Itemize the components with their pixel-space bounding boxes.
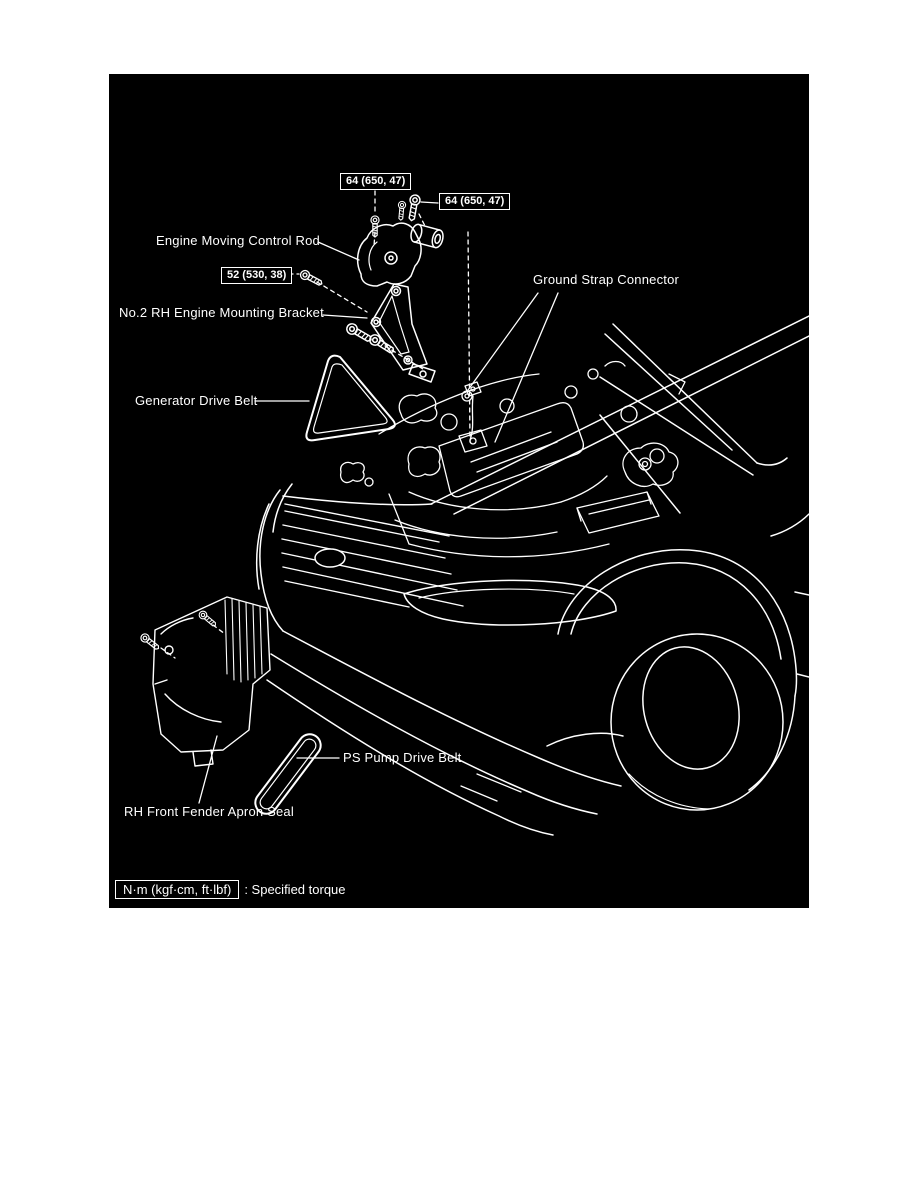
line-art bbox=[138, 190, 809, 836]
ps-pump-drive-belt-shape bbox=[254, 733, 322, 815]
mounting-bracket bbox=[370, 283, 436, 383]
apron-seal-part bbox=[152, 596, 271, 767]
label-no2-rh-engine-mounting-bracket: No.2 RH Engine Mounting Bracket bbox=[119, 305, 324, 320]
apron-seal-ribs bbox=[224, 598, 263, 683]
strut-blob bbox=[398, 393, 438, 424]
bolt bbox=[196, 608, 219, 629]
leader-no2-bracket bbox=[322, 314, 368, 319]
torque-spec-box-64-upper: 64 (650, 47) bbox=[340, 173, 412, 190]
torque-legend-description: : Specified torque bbox=[244, 882, 346, 897]
wheel-opening bbox=[642, 646, 740, 770]
torque-unit-box: N·m (kgf·cm, ft·lbf) bbox=[115, 880, 240, 899]
dashed-lines bbox=[160, 190, 471, 659]
generator-drive-belt-shape bbox=[305, 354, 396, 442]
bushing-cylinder bbox=[410, 223, 444, 249]
bolt bbox=[138, 631, 162, 653]
tire bbox=[610, 633, 784, 811]
exploded-mount-assembly bbox=[356, 222, 444, 383]
torque-legend: N·m (kgf·cm, ft·lbf) : Specified torque bbox=[115, 880, 346, 899]
leader-apron-seal bbox=[198, 735, 218, 804]
bolt bbox=[367, 332, 398, 357]
label-rh-front-fender-apron-seal: RH Front Fender Apron Seal bbox=[124, 804, 294, 819]
front-fascia bbox=[255, 483, 624, 836]
engine-bay bbox=[339, 360, 686, 558]
leader-lines bbox=[198, 201, 559, 804]
label-generator-drive-belt: Generator Drive Belt bbox=[135, 393, 258, 408]
hood-open-outline bbox=[282, 315, 809, 537]
leader-ground-strap-1 bbox=[467, 292, 539, 391]
headlight bbox=[403, 579, 617, 626]
torque-spec-box-52: 52 (530, 38) bbox=[221, 267, 293, 284]
bolt bbox=[405, 193, 422, 223]
reservoir bbox=[622, 442, 679, 487]
diagram-canvas: 64 (650, 47) 64 (650, 47) 52 (530, 38) E… bbox=[109, 74, 809, 908]
valve-cover bbox=[438, 402, 585, 498]
bumper bbox=[266, 630, 624, 836]
oil-cap bbox=[407, 446, 441, 478]
leader-torque-64-right bbox=[420, 201, 439, 204]
leader-ground-strap-2 bbox=[494, 292, 559, 443]
front-wheel bbox=[557, 549, 809, 811]
label-ps-pump-drive-belt: PS Pump Drive Belt bbox=[343, 750, 462, 765]
bolts bbox=[138, 193, 422, 653]
battery bbox=[576, 491, 660, 534]
grille-slats bbox=[281, 503, 464, 608]
bolt bbox=[396, 200, 407, 222]
leader-engine-moving-control-rod bbox=[317, 241, 360, 261]
emblem bbox=[314, 548, 346, 568]
bolt bbox=[298, 268, 325, 289]
torque-spec-box-64-right: 64 (650, 47) bbox=[439, 193, 511, 210]
label-ground-strap-connector: Ground Strap Connector bbox=[533, 272, 680, 287]
label-engine-moving-control-rod: Engine Moving Control Rod bbox=[156, 233, 320, 248]
